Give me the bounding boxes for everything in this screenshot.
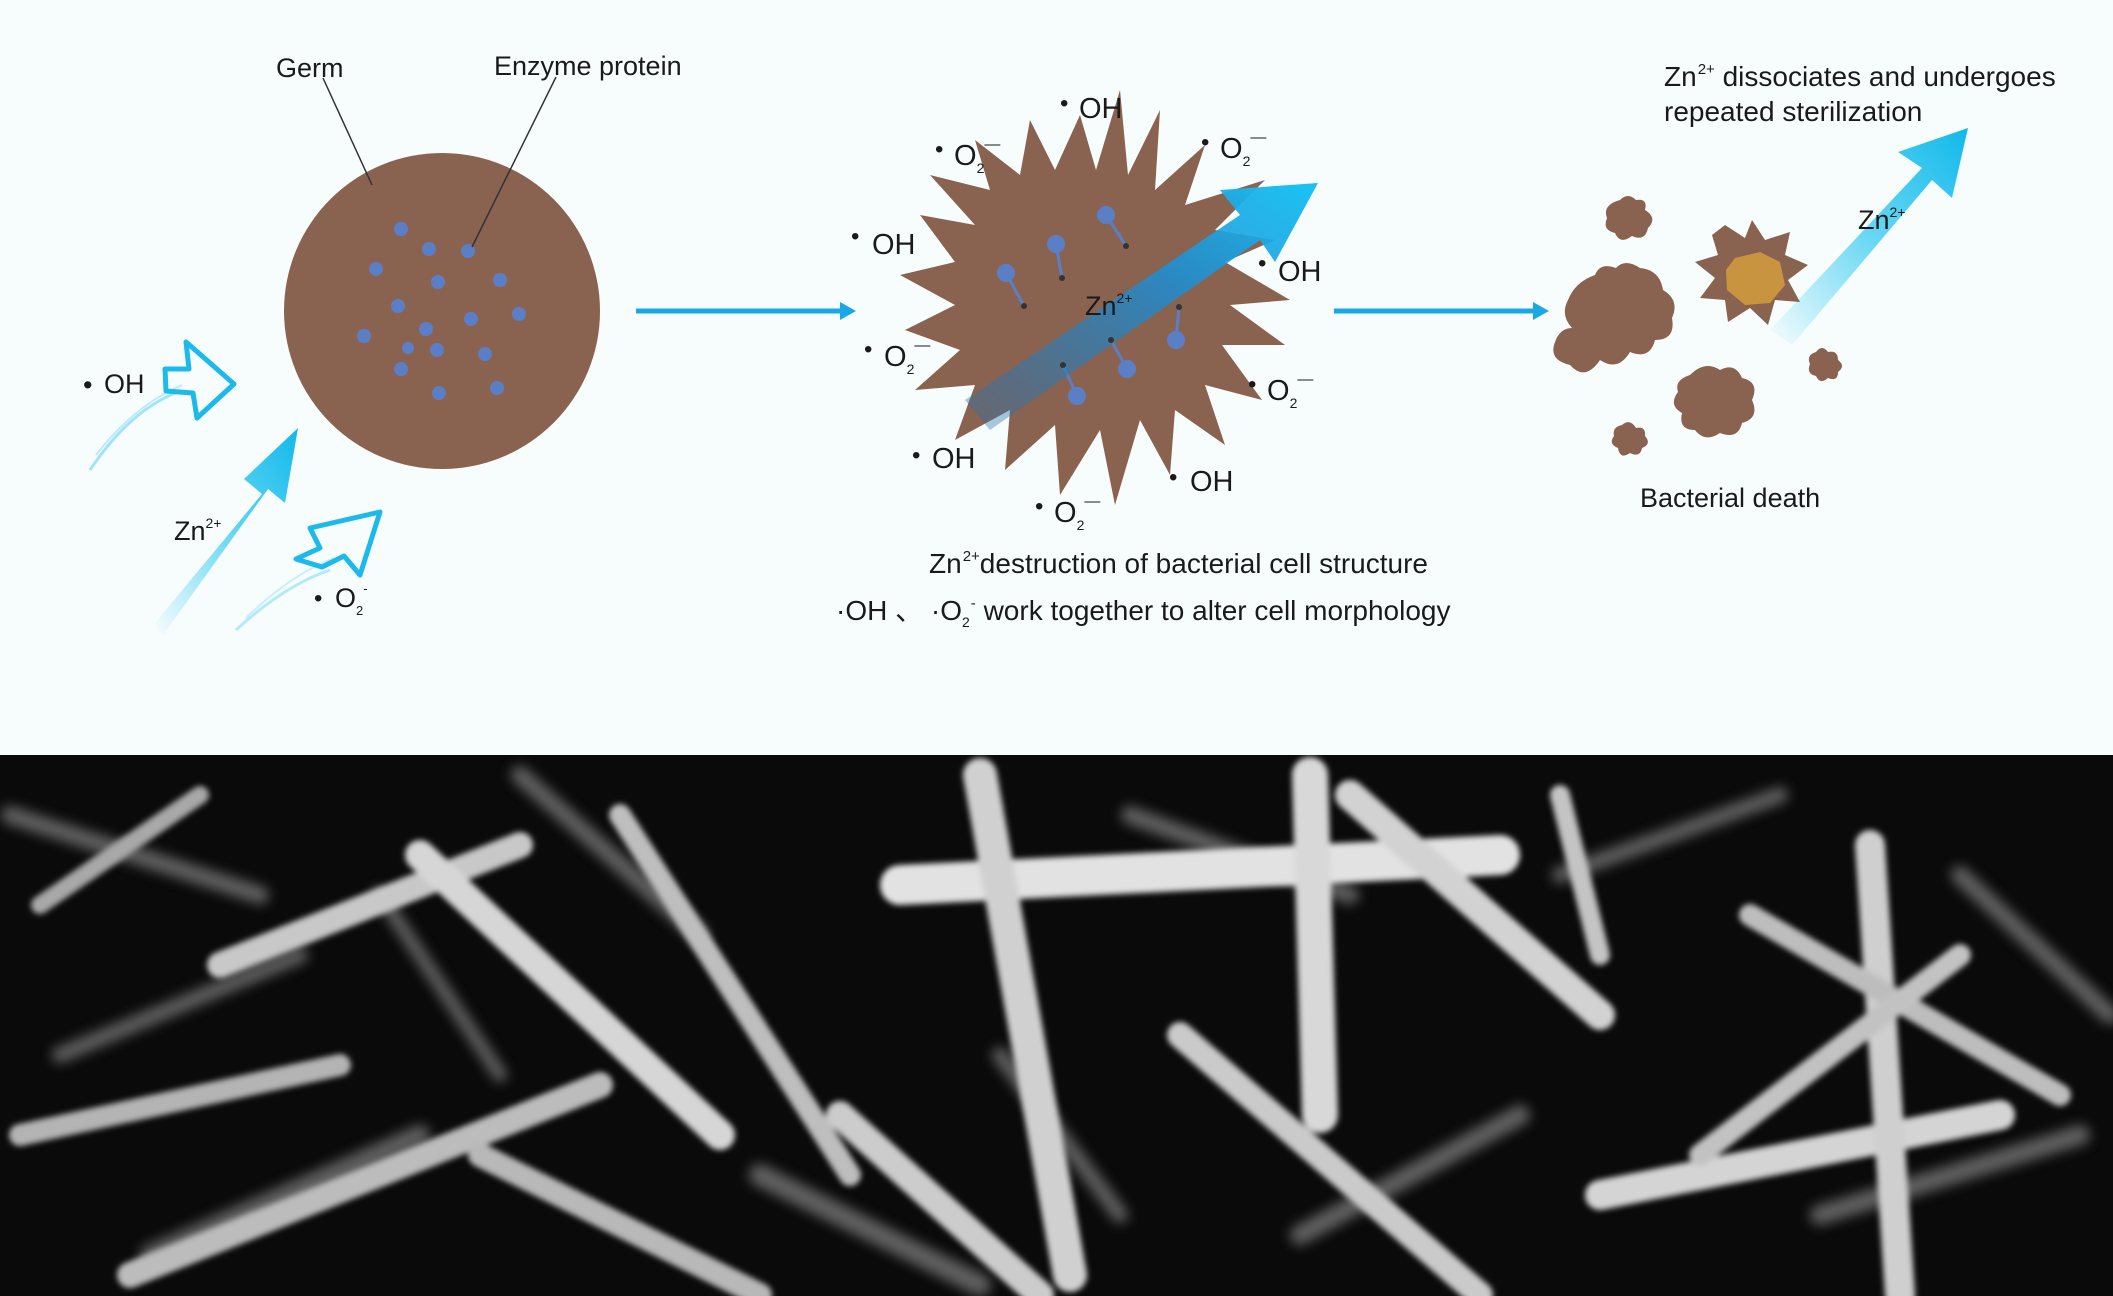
sem-micrograph <box>0 755 2113 1296</box>
svg-text:Zn2+: Zn2+ <box>1858 204 1905 235</box>
svg-text:•: • <box>1060 90 1068 117</box>
svg-text:•: • <box>83 370 92 400</box>
radical-oh-bottom-left: • OH <box>912 442 976 475</box>
radical-oh-left: • OH <box>851 223 916 261</box>
svg-text:•: • <box>314 585 322 612</box>
middle-caption-line1: Zn2+destruction of bacterial cell struct… <box>929 548 1429 579</box>
svg-text:Zn2+: Zn2+ <box>1085 290 1132 321</box>
bacterial-death-label: Bacterial death <box>1640 483 1820 513</box>
radical-oh-top: • OH <box>1060 90 1123 125</box>
debris-small-right <box>1808 348 1842 382</box>
flow-arrow-1 <box>636 302 856 320</box>
hydroxyl-radical-arrow-left: • OH <box>83 339 237 471</box>
debris-top <box>1605 196 1653 240</box>
svg-text:•: • <box>935 136 943 163</box>
right-title: Zn2+ dissociates and undergoes repeated … <box>1664 61 2056 127</box>
zn-ion-arrow-left: Zn2+ <box>155 428 298 635</box>
svg-text:OH: OH <box>1079 93 1123 125</box>
svg-text:•: • <box>1169 464 1177 491</box>
debris-small-left <box>1611 422 1648 456</box>
svg-text:•: • <box>912 442 920 469</box>
svg-text:O2—: O2— <box>884 337 930 377</box>
radical-o2-top-right: • O2— <box>1201 129 1266 169</box>
zn-ion-arrow-right: Zn2+ <box>1770 128 1968 345</box>
svg-text:•: • <box>851 223 859 250</box>
flow-arrow-2 <box>1334 302 1549 320</box>
zn-ion-arrow-middle <box>965 183 1318 430</box>
svg-text:Zn2+: Zn2+ <box>174 515 221 546</box>
bacterial-debris <box>1553 196 1842 456</box>
svg-text:•: • <box>1201 129 1209 156</box>
enzyme-protein-dots <box>357 222 526 400</box>
svg-text:•: • <box>1035 493 1043 520</box>
damaged-bacterium: Zn2+ <box>900 90 1318 505</box>
svg-text:O2—: O2— <box>954 136 1000 176</box>
germ-label: Germ <box>276 53 344 83</box>
svg-text:•: • <box>1258 250 1266 277</box>
mechanism-diagram: Germ Enzyme protein Zn2+ • OH • O2- <box>83 51 1968 635</box>
svg-text:O2—: O2— <box>1267 371 1313 411</box>
germ-cell <box>284 153 600 469</box>
svg-text:O2—: O2— <box>1054 493 1100 533</box>
svg-text:OH: OH <box>932 443 976 475</box>
debris-large <box>1553 263 1675 373</box>
svg-text:O2-: O2- <box>335 581 368 618</box>
svg-text:OH: OH <box>1278 256 1322 288</box>
radical-o2-top-left: • O2— <box>935 136 1000 176</box>
germ <box>284 153 600 469</box>
germ-leader-line <box>322 77 373 186</box>
radical-o2-left: • O2— <box>864 336 930 377</box>
enzyme-leader-line <box>471 76 557 248</box>
foreground-rods <box>9 757 2071 1296</box>
svg-text:•: • <box>864 336 872 363</box>
svg-text:OH: OH <box>1190 466 1234 498</box>
radical-oh-bottom-right: • OH <box>1169 464 1234 498</box>
svg-text:•: • <box>1248 371 1256 398</box>
burst-core <box>1726 252 1785 305</box>
debris-bottom <box>1673 366 1755 438</box>
radical-o2-bottom: • O2— <box>1035 493 1100 533</box>
svg-text:OH: OH <box>104 369 145 399</box>
enzyme-protein-label: Enzyme protein <box>494 51 682 81</box>
middle-caption-line2: ·OH 、 ·O2- work together to alter cell m… <box>836 595 1451 630</box>
svg-text:OH: OH <box>872 229 916 261</box>
radical-o2-right: • O2— <box>1248 371 1313 411</box>
svg-text:O2—: O2— <box>1220 129 1266 169</box>
superoxide-arrow-left: • O2- <box>234 509 383 632</box>
radical-oh-right: • OH <box>1258 250 1322 288</box>
